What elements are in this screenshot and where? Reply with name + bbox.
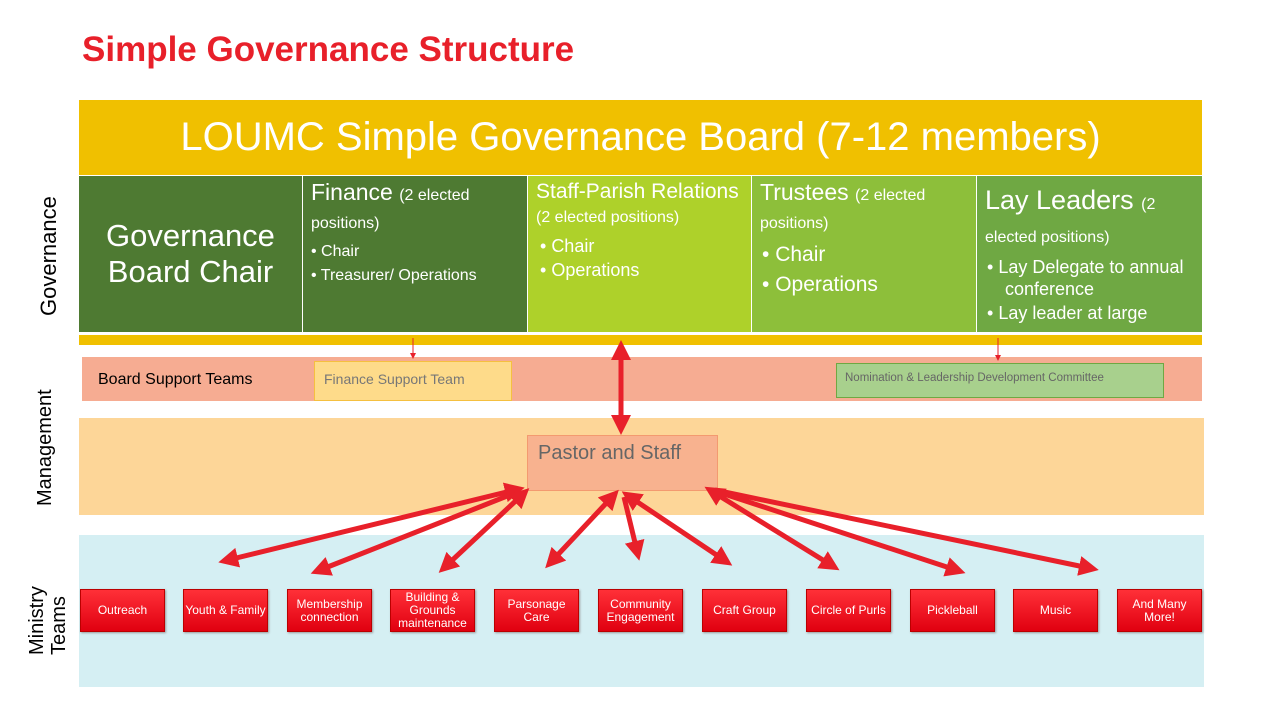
committee-note: (2 elected positions) <box>311 187 470 232</box>
team-circle-of-purls[interactable]: Circle of Purls <box>806 589 891 632</box>
committee-lay-leaders: Lay Leaders (2 elected positions) Lay De… <box>977 176 1202 332</box>
committee-finance: Finance (2 elected positions) ChairTreas… <box>303 176 528 332</box>
committee-name: Lay Leaders <box>985 185 1134 215</box>
team-community[interactable]: Community Engagement <box>598 589 683 632</box>
page-title: Simple Governance Structure <box>82 30 575 69</box>
committee-item: Chair <box>540 234 743 258</box>
committee-note: (2 elected positions) <box>536 209 680 226</box>
arrow <box>714 488 966 577</box>
chair-line1: Governance <box>106 218 275 253</box>
team-more[interactable]: And Many More! <box>1117 589 1202 632</box>
committee-item: Treasurer/ Operations <box>311 264 519 288</box>
team-building-grounds[interactable]: Building & Grounds maintenance <box>390 589 475 632</box>
team-membership[interactable]: Membership connection <box>287 589 372 632</box>
committee-name: Staff-Parish Relations <box>536 180 739 203</box>
team-craft[interactable]: Craft Group <box>702 589 787 632</box>
arrow <box>621 496 645 561</box>
arrow <box>438 488 530 573</box>
committee-item: Lay leader at large <box>987 300 1194 326</box>
committee-item: Operations <box>762 270 968 300</box>
committee-item: Operations <box>540 258 743 282</box>
committee-item: Chair <box>762 240 968 270</box>
arrow <box>704 486 840 571</box>
team-outreach[interactable]: Outreach <box>80 589 165 632</box>
pastor-and-staff: Pastor and Staff <box>527 435 718 491</box>
arrow <box>714 487 1099 576</box>
governance-board-banner: LOUMC Simple Governance Board (7-12 memb… <box>79 100 1202 175</box>
committee-name: Trustees <box>760 179 849 205</box>
nomination-committee: Nomination & Leadership Development Comm… <box>836 363 1164 398</box>
finance-support-team: Finance Support Team <box>314 361 512 401</box>
team-youth-family[interactable]: Youth & Family <box>183 589 268 632</box>
team-pickleball[interactable]: Pickleball <box>910 589 995 632</box>
team-parsonage[interactable]: Parsonage Care <box>494 589 579 632</box>
team-music[interactable]: Music <box>1013 589 1098 632</box>
committee-item: Chair <box>311 240 519 264</box>
board-support-label: Board Support Teams <box>98 371 253 388</box>
arrow <box>545 489 619 569</box>
arrow <box>621 491 733 566</box>
committee-trustees: Trustees (2 elected positions) ChairOper… <box>752 176 977 332</box>
committee-staff-parish: Staff-Parish Relations (2 elected positi… <box>528 176 752 332</box>
committee-name: Finance <box>311 179 393 205</box>
committee-note: (2 elected positions) <box>760 187 926 232</box>
chair-line2: Board Chair <box>107 254 274 289</box>
committee-item: Lay Delegate to annual conference <box>987 256 1194 300</box>
committee-note: (2 elected positions) <box>985 196 1156 246</box>
yellow-divider <box>79 335 1202 345</box>
